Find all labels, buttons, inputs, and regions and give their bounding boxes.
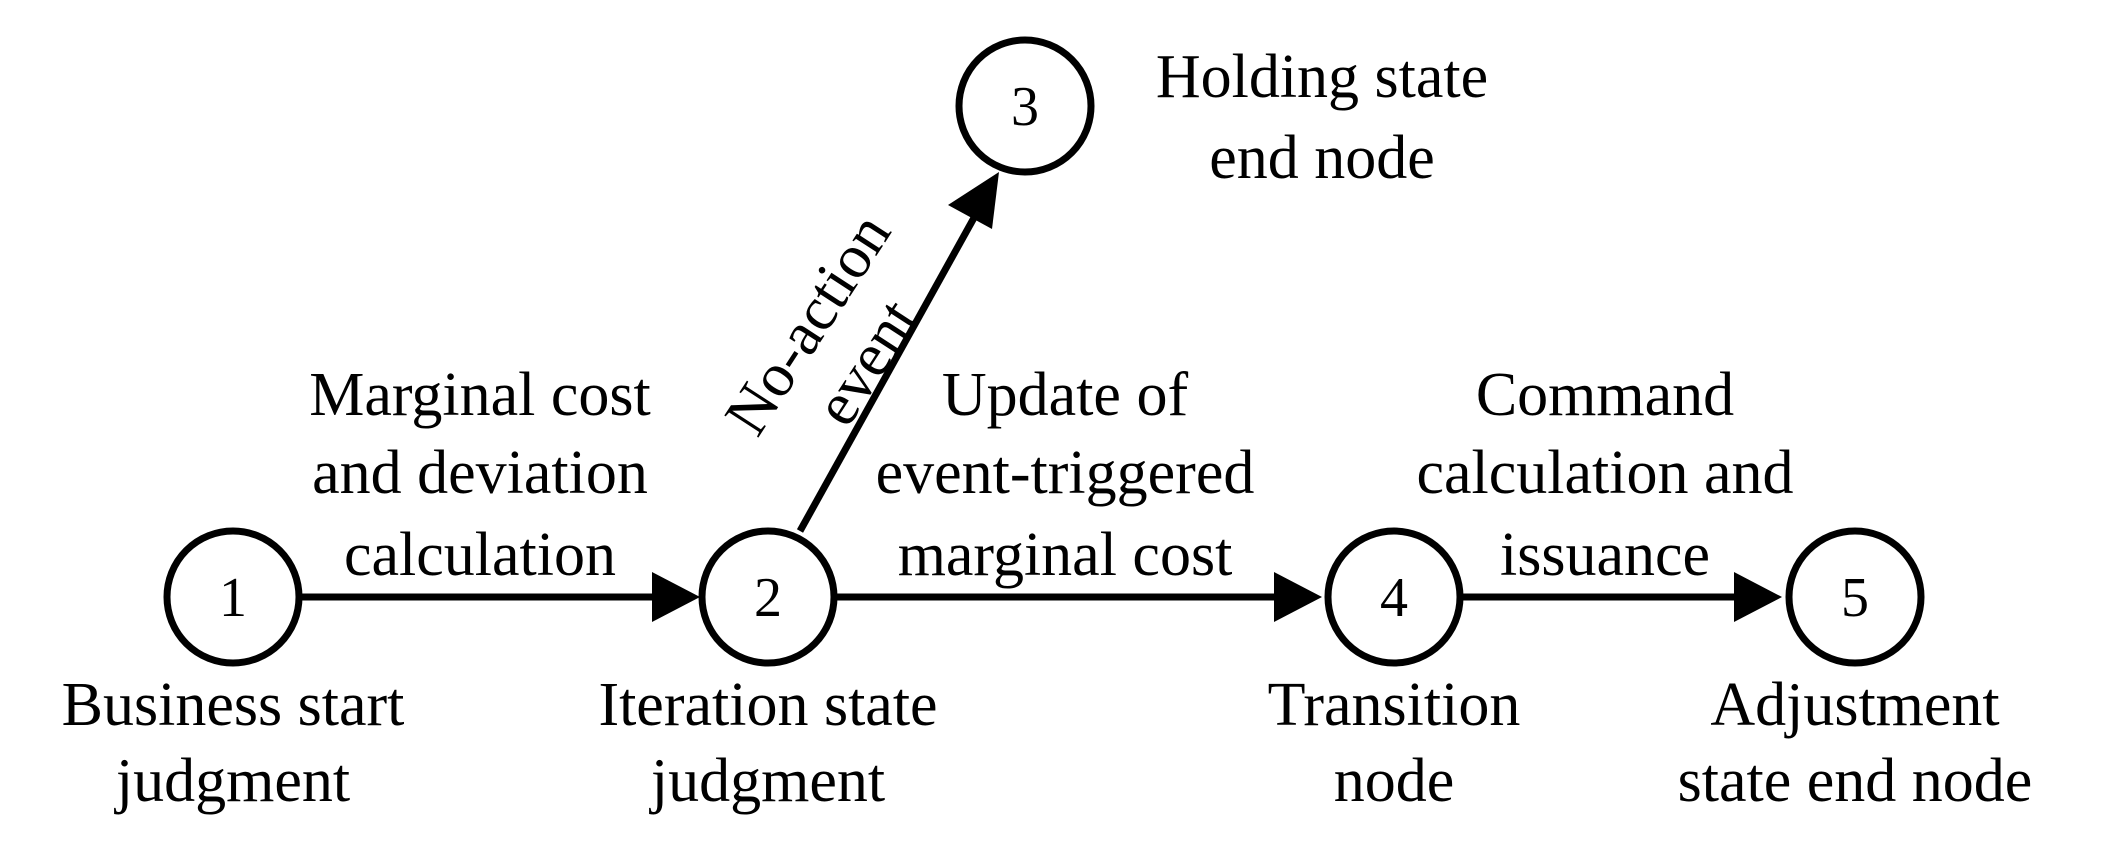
node-circle: [1785, 527, 1925, 667]
node-number: 5: [1841, 567, 1869, 629]
edge-label-line: Update of: [942, 361, 1189, 429]
node-number: 4: [1380, 567, 1408, 629]
edge-label-line: event-triggered: [876, 439, 1255, 507]
node-label-line: judgment: [114, 747, 350, 815]
node-circle: [163, 527, 303, 667]
node-5: 5: [1785, 527, 1925, 667]
edge-2-to-4: [836, 572, 1322, 622]
node-number: 2: [754, 567, 782, 629]
edge-label-line: and deviation: [312, 439, 648, 507]
node-2-label: Iteration state judgment: [598, 671, 937, 815]
node-label-line: judgment: [649, 747, 885, 815]
edge-label-line: marginal cost: [898, 521, 1233, 589]
node-4-label: Transition node: [1268, 671, 1521, 815]
edge-1-to-2-label: Marginal cost and deviation calculation: [309, 361, 651, 589]
node-label-line: node: [1334, 747, 1455, 815]
edge-label-line: Marginal cost: [309, 361, 651, 429]
edge-4-to-5: [1461, 572, 1782, 622]
node-1-label: Business start judgment: [62, 671, 405, 815]
arrow-head: [1274, 572, 1322, 622]
node-5-label: Adjustment state end node: [1678, 671, 2033, 815]
edge-label-line: calculation: [344, 521, 616, 589]
edge-4-to-5-label: Command calculation and issuance: [1417, 361, 1794, 589]
arrow-head: [1734, 572, 1782, 622]
node-3: 3: [955, 36, 1095, 176]
edge-line: [796, 205, 984, 533]
node-number: 3: [1011, 76, 1039, 138]
node-4: 4: [1324, 527, 1464, 667]
edge-2-to-3: [796, 172, 999, 533]
node-label-line: state end node: [1678, 747, 2033, 815]
edge-label-line: issuance: [1500, 521, 1710, 589]
edge-label-line: calculation and: [1417, 439, 1794, 507]
node-2: 2: [698, 527, 838, 667]
node-circle: [955, 36, 1095, 176]
node-label-line: Iteration state: [598, 671, 937, 739]
arrow-head: [948, 172, 999, 229]
node-label-line: Transition: [1268, 671, 1521, 739]
node-1: 1: [163, 527, 303, 667]
node-label-line: end node: [1209, 124, 1435, 192]
arrow-head: [652, 572, 700, 622]
node-3-label: Holding state end node: [1156, 43, 1488, 192]
edge-1-to-2: [300, 572, 700, 622]
node-label-line: Business start: [62, 671, 405, 739]
node-label-line: Holding state: [1156, 43, 1488, 111]
edge-2-to-4-label: Update of event-triggered marginal cost: [876, 361, 1255, 589]
node-circle: [1324, 527, 1464, 667]
node-circle: [698, 527, 838, 667]
edge-label-line: Command: [1476, 361, 1734, 429]
node-label-line: Adjustment: [1710, 671, 1999, 739]
node-number: 1: [219, 567, 247, 629]
